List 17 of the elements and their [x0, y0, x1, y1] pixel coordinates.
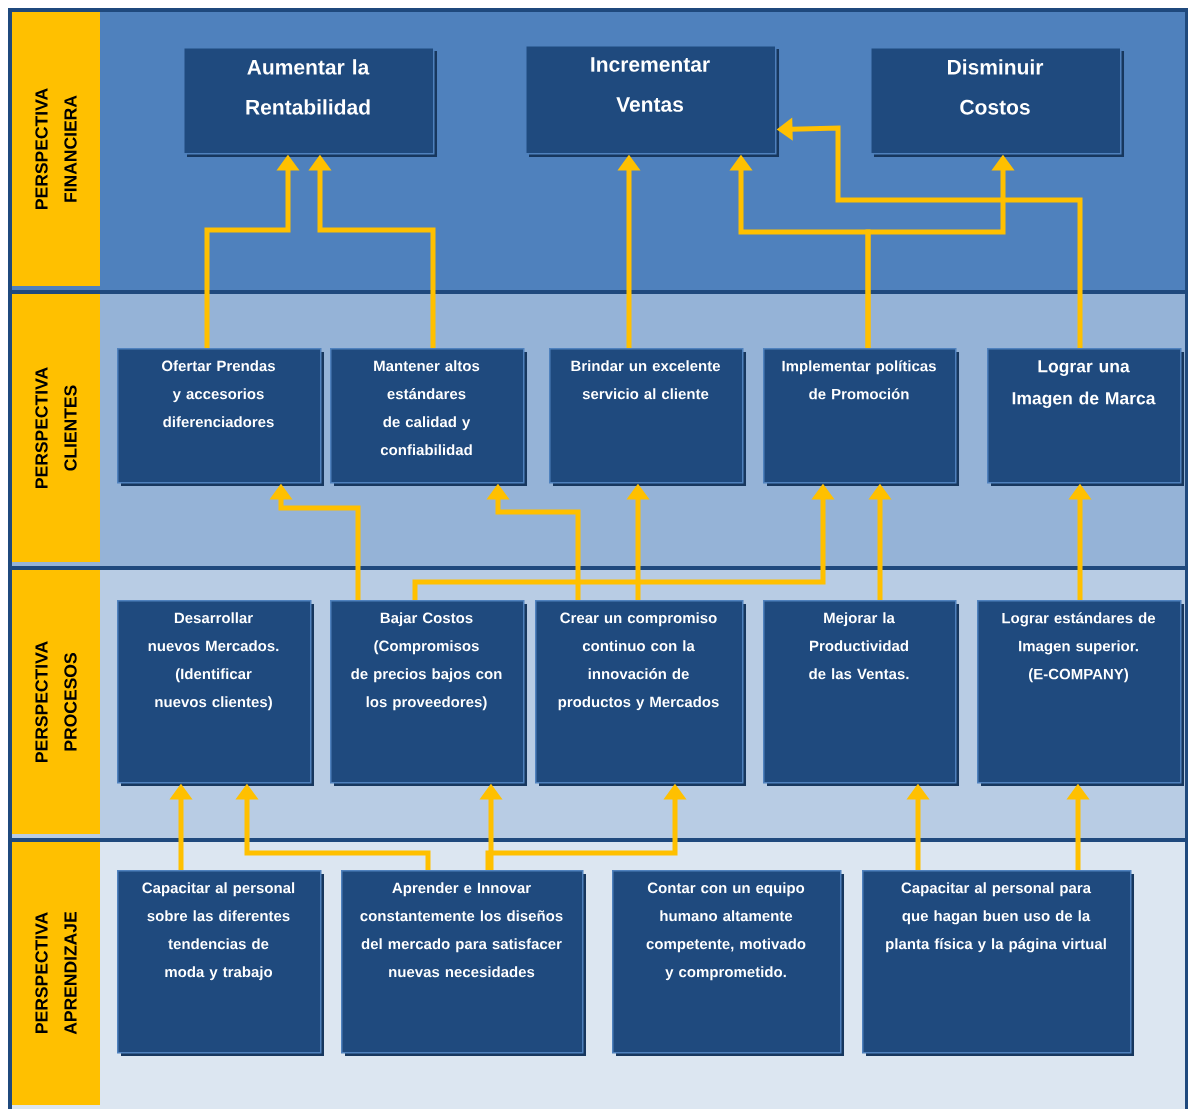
objective-box: Incrementar Ventas [525, 45, 779, 157]
objective-box: Mejorar la Productividad de las Ventas. [763, 600, 959, 786]
objective-box: Capacitar al personal para que hagan buen uso de la planta física y la página virtual [862, 870, 1134, 1056]
objective-box: Contar con un equipo humano altamente competente, motivado y comprometido. [612, 870, 844, 1056]
objective-box: Aumentar la Rentabilidad [183, 47, 437, 157]
objective-box: Mantener altos estándares de calidad y confiabilidad [330, 348, 527, 486]
objective-box: Aprender e Innovar constantemente los diseños del mercado para satisfacer nuevas necesidades [341, 870, 586, 1056]
objective-box: Bajar Costos (Compromisos de precios bajos con los proveedores) [330, 600, 527, 786]
objective-box: Disminuir Costos [870, 47, 1124, 157]
objective-box: Crear un compromiso continuo con la innovación de productos y Mercados [535, 600, 746, 786]
objective-box: Ofertar Prendas y accesorios diferenciadores [117, 348, 324, 486]
objective-box: Lograr estándares de Imagen superior. (E-COMPANY) [977, 600, 1184, 786]
objective-box: Lograr una Imagen de Marca [987, 348, 1184, 486]
objective-box: Desarrollar nuevos Mercados. (Identificar nuevos clientes) [117, 600, 314, 786]
objective-box: Brindar un excelente servicio al cliente [549, 348, 746, 486]
objective-box: Implementar políticas de Promoción [763, 348, 959, 486]
objective-box: Capacitar al personal sobre las diferentes tendencias de moda y trabajo [117, 870, 324, 1056]
